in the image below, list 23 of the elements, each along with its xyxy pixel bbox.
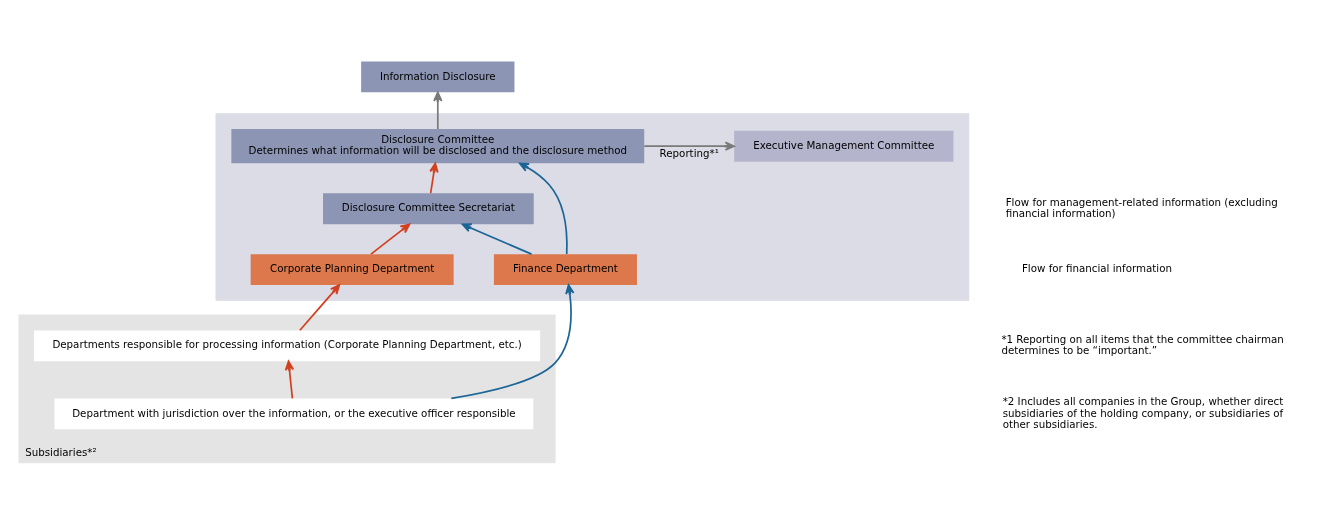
legend-label: Flow for management-related information (excluding financial information) bbox=[1005, 195, 1278, 219]
arrow bbox=[643, 141, 735, 151]
node-box: Corporate Planning Department bbox=[250, 253, 454, 285]
legend-label: Flow for financial information bbox=[1021, 261, 1172, 274]
arrow bbox=[461, 222, 533, 255]
node-box: Department with jurisdiction over the information, or the executive officer responsible bbox=[54, 398, 534, 429]
node-box: Disclosure Committee Determines what information will be disclosed and the disclosure method bbox=[231, 128, 645, 163]
arrow bbox=[299, 283, 341, 331]
node-box: Information Disclosure bbox=[361, 60, 515, 92]
arrow bbox=[450, 283, 575, 399]
arrow bbox=[429, 162, 439, 194]
label: *1 Reporting on all items that the committee chairman determines to be “important.” bbox=[1001, 332, 1284, 356]
node-box: Disclosure Committee Secretariat bbox=[323, 192, 534, 224]
node-box: Executive Management Committee bbox=[734, 130, 954, 162]
edge-label: Reporting*¹ bbox=[659, 146, 719, 159]
node-box: Finance Department bbox=[493, 253, 637, 285]
arrow bbox=[433, 90, 443, 130]
cluster bbox=[215, 112, 970, 301]
node-box: Departments responsible for processing information (Corporate Planning Department, etc.) bbox=[33, 329, 541, 361]
arrow bbox=[518, 162, 568, 255]
label: *2 Includes all companies in the Group, whether direct subsidiaries of the holding company, or subsidiaries of other subsidiaries. bbox=[1002, 394, 1284, 430]
arrow bbox=[370, 222, 411, 255]
arrow bbox=[284, 360, 295, 399]
